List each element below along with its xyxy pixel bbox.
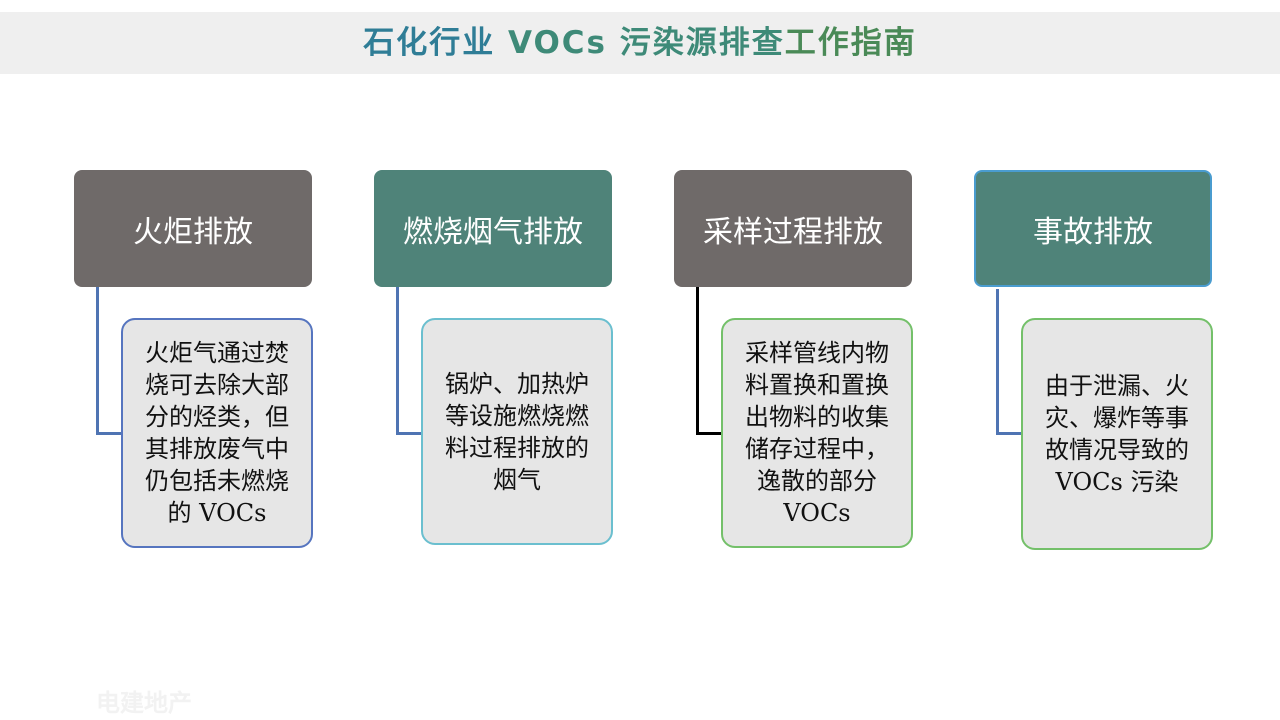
header-combustion-flue-gas: 燃烧烟气排放 [374, 170, 612, 287]
title-part-2: VOCs 污染源排查 [508, 25, 785, 61]
page-title: 石化行业 VOCs 污染源排查工作指南 [0, 12, 1280, 74]
title-bar [0, 12, 1280, 74]
desc-accident-emission: 由于泄漏、火灾、爆炸等事故情况导致的 VOCs 污染 [1021, 318, 1213, 550]
watermark-text: 电建地产 [96, 689, 192, 717]
desc-text-flare: 火炬气通过焚烧可去除大部分的烃类，但其排放废气中仍包括未燃烧的 VOCs [145, 339, 289, 527]
header-sampling-emission: 采样过程排放 [674, 170, 912, 287]
header-flare-emission: 火炬排放 [74, 170, 312, 287]
desc-text-accident: 由于泄漏、火灾、爆炸等事故情况导致的 VOCs 污染 [1045, 372, 1189, 496]
title-part-3: 工作指南 [784, 25, 917, 61]
title-part-1: 石化行业 [363, 25, 508, 61]
connector-flare [96, 287, 122, 435]
connector-accident [996, 289, 1022, 435]
desc-sampling-emission: 采样管线内物料置换和置换出物料的收集储存过程中，逸散的部分 VOCs [721, 318, 913, 548]
header-accident-emission: 事故排放 [974, 170, 1212, 287]
desc-text-sampling: 采样管线内物料置换和置换出物料的收集储存过程中，逸散的部分 VOCs [745, 339, 889, 527]
desc-flare-emission: 火炬气通过焚烧可去除大部分的烃类，但其排放废气中仍包括未燃烧的 VOCs [121, 318, 313, 548]
desc-combustion-flue-gas: 锅炉、加热炉等设施燃烧燃料过程排放的烟气 [421, 318, 613, 545]
connector-sampling [696, 287, 722, 435]
connector-combustion [396, 287, 422, 435]
desc-text-combustion: 锅炉、加热炉等设施燃烧燃料过程排放的烟气 [445, 369, 589, 494]
